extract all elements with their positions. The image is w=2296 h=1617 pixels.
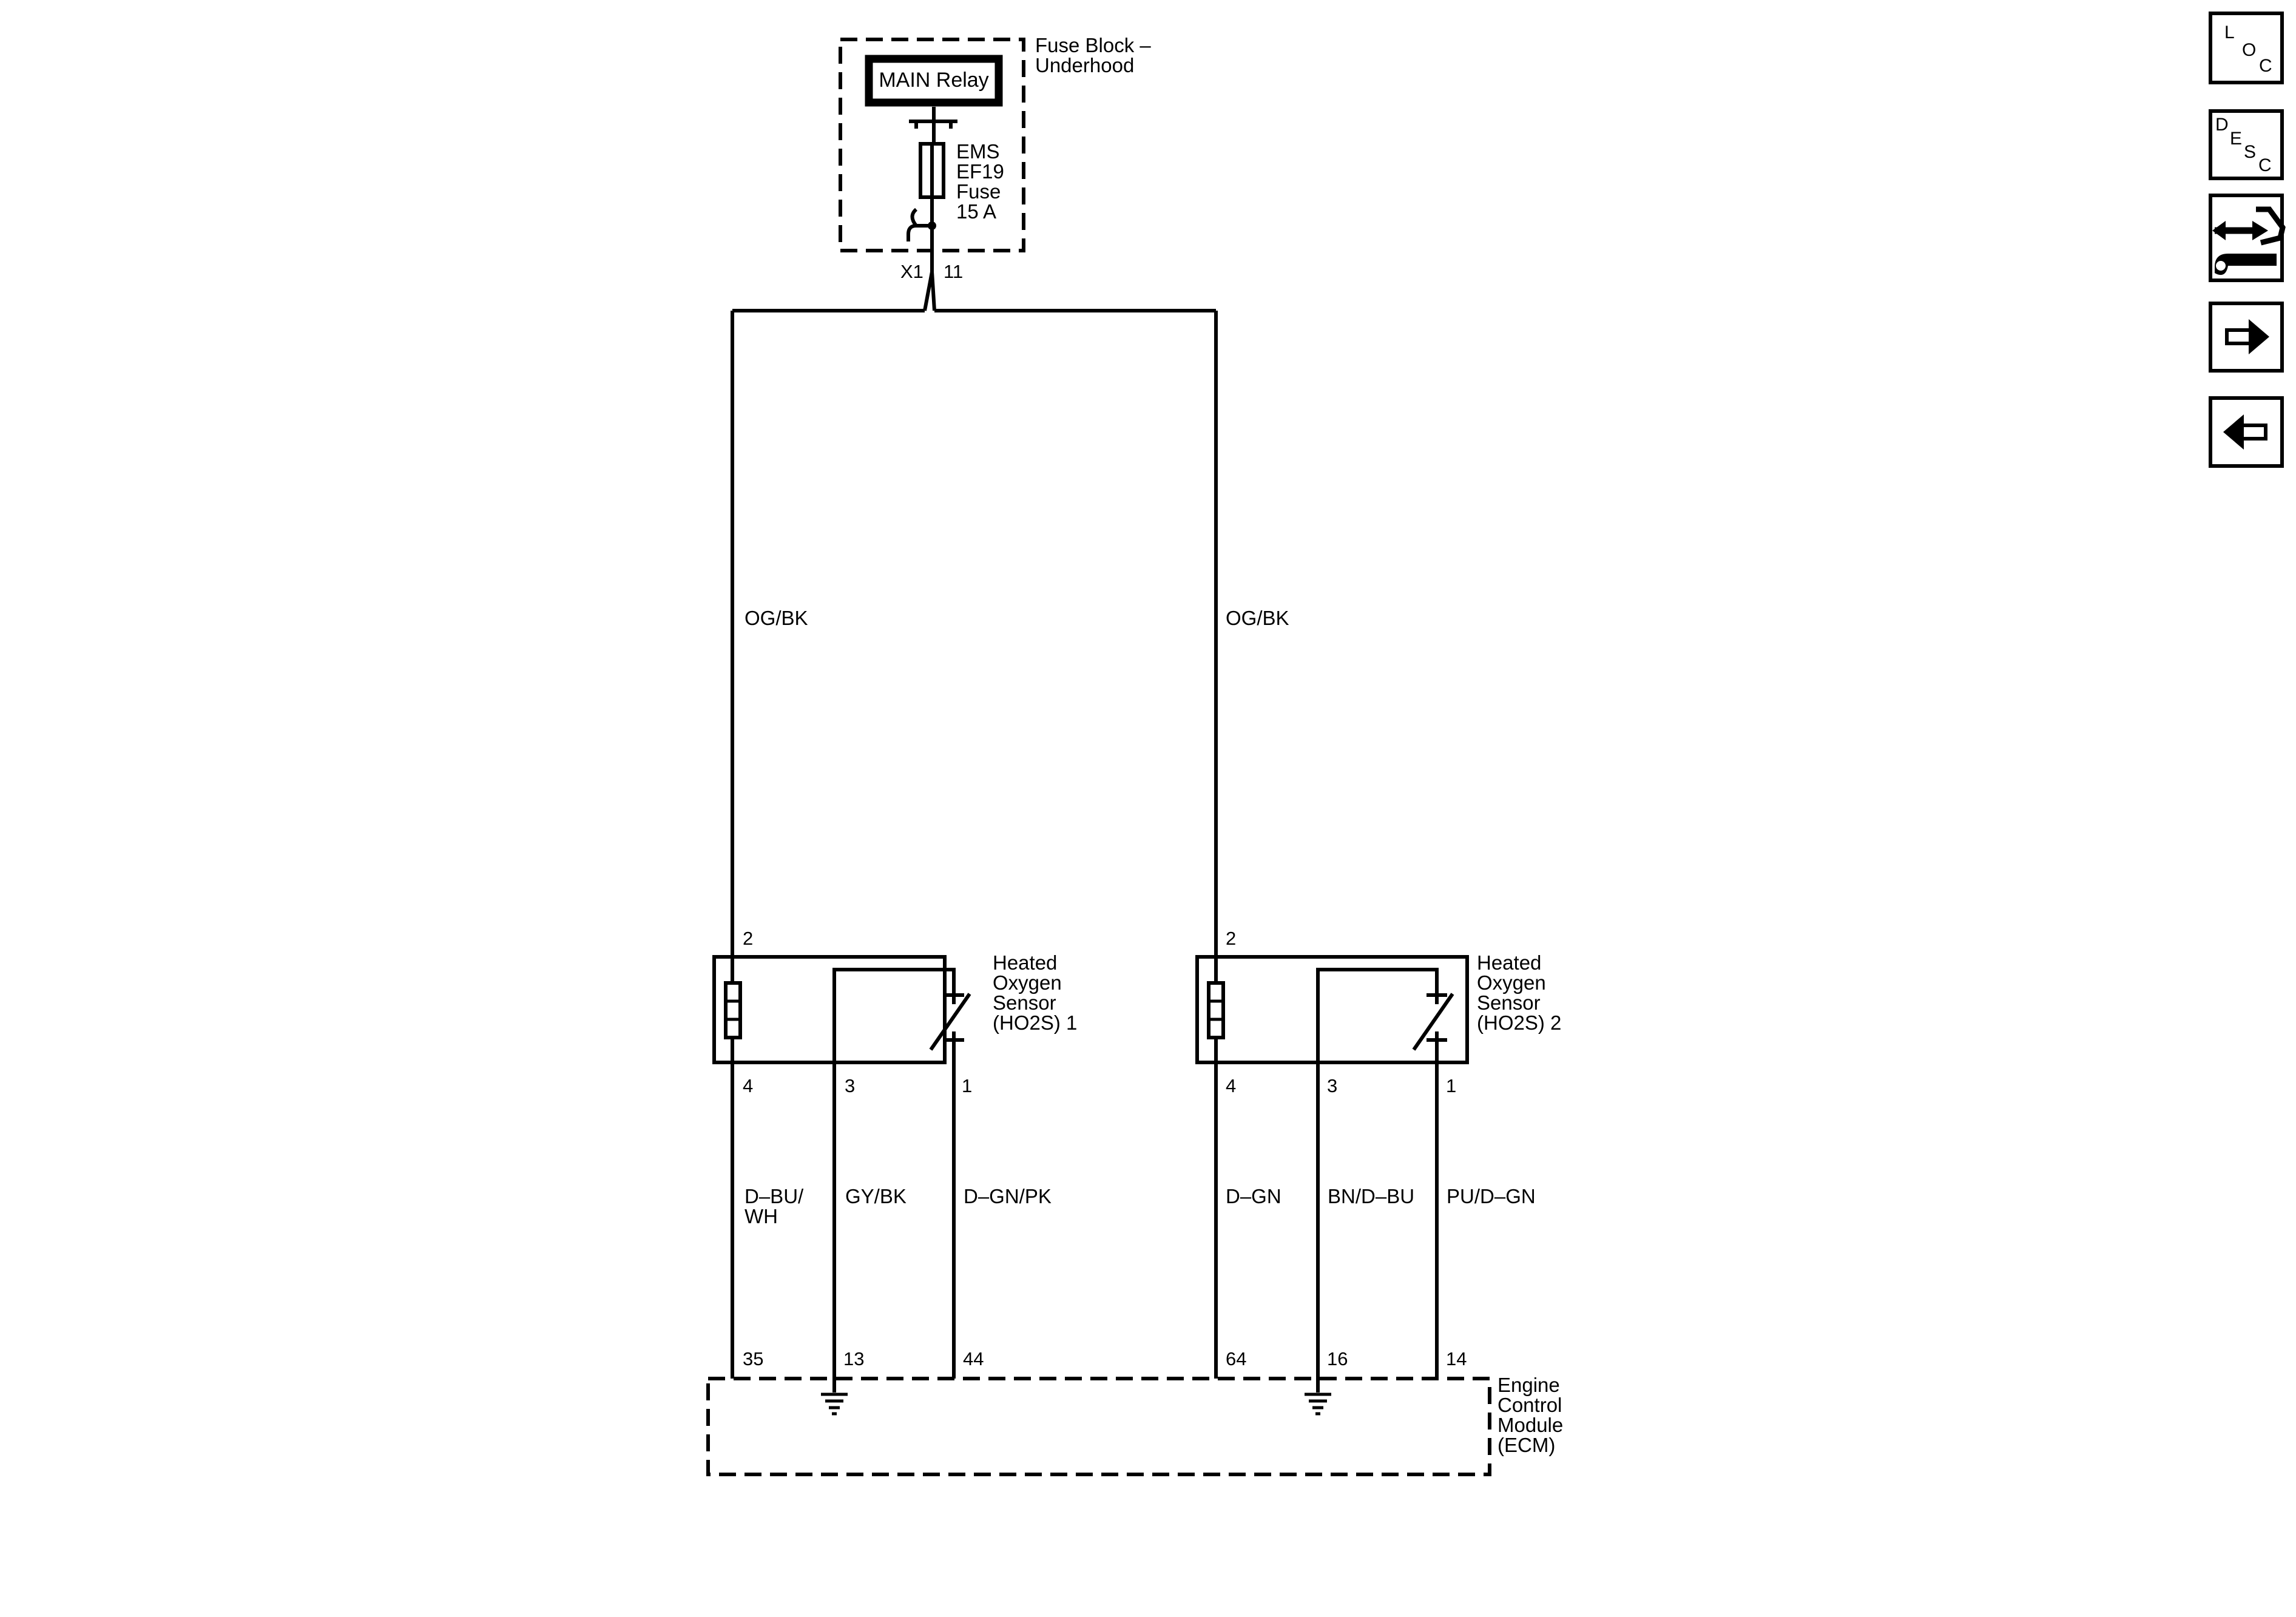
service-wrench-icon: [2209, 194, 2286, 282]
next-page-button[interactable]: [2209, 302, 2284, 373]
loc-letter-c: C: [2259, 56, 2272, 76]
loc-button[interactable]: L O C: [2209, 12, 2284, 84]
sensor1-pin-signal-high: 1: [962, 1075, 972, 1096]
ecm-name-line1: Engine: [1497, 1374, 1560, 1396]
fuse-label-line1: EMS: [956, 140, 1000, 163]
sensor2-name-line3: Sensor: [1477, 991, 1541, 1014]
sensor2-pin-signal-high: 1: [1446, 1075, 1456, 1096]
main-relay-label: MAIN Relay: [879, 69, 988, 92]
sensor2-pin-heater-low: 4: [1226, 1075, 1236, 1096]
sensor1-name-line2: Oxygen: [993, 971, 1062, 994]
supply-wire-left-color: OG/BK: [745, 607, 808, 629]
prev-page-button[interactable]: [2209, 396, 2284, 468]
fuse-ef19-icon: [907, 142, 945, 251]
ecm-name-line4: (ECM): [1497, 1434, 1555, 1456]
ecm-pin-64: 64: [1226, 1348, 1246, 1369]
desc-letter-d: D: [2215, 115, 2229, 135]
fuse-block-underhood: Fuse Block – Underhood MAIN Relay EMS EF…: [839, 34, 1151, 282]
sensor2-wire-low: BN/D–BU: [1328, 1185, 1414, 1207]
ecm-outline: [706, 1377, 1491, 1476]
sensor1-name-line1: Heated: [993, 951, 1057, 974]
arrow-left-icon: [2223, 414, 2267, 450]
ground-icon: [821, 1393, 848, 1416]
arrow-right-icon: [2225, 319, 2269, 354]
sensor1-pin-top: 2: [743, 928, 753, 949]
sensor1-pin-heater-low: 4: [743, 1075, 753, 1096]
ecm-name-line2: Control: [1497, 1394, 1562, 1416]
loc-letter-o: O: [2242, 40, 2256, 60]
fuse-block-connector: X1: [900, 261, 923, 282]
ecm-pin-13: 13: [843, 1348, 864, 1369]
sensor2-wire-heater: D–GN: [1226, 1185, 1281, 1207]
sensor2-heater-icon: [1207, 957, 1225, 1062]
sensor1-wire-high: D–GN/PK: [964, 1185, 1052, 1207]
desc-button[interactable]: D E S C: [2209, 109, 2284, 180]
sensor2-pin-signal-low: 3: [1327, 1075, 1337, 1096]
relay-contact: [909, 107, 957, 144]
desc-letter-s: S: [2244, 142, 2256, 162]
sensor1-name-line4: (HO2S) 1: [993, 1011, 1077, 1034]
sensor1-switch-icon: [832, 968, 971, 1062]
loc-letter-l: L: [2224, 22, 2235, 42]
ecm-pin-14: 14: [1446, 1348, 1467, 1369]
sensor2-wire-high: PU/D–GN: [1447, 1185, 1536, 1207]
sensor1-pin-signal-low: 3: [845, 1075, 855, 1096]
fuse-block-title-line2: Underhood: [1035, 54, 1134, 76]
service-button[interactable]: [2209, 194, 2286, 282]
ecm-pin-16: 16: [1327, 1348, 1348, 1369]
desc-letter-e: E: [2230, 129, 2242, 149]
fuse-label-line3: Fuse: [956, 180, 1001, 203]
ecm-name-line3: Module: [1497, 1414, 1563, 1436]
sensor1-wire-heater-line2: WH: [745, 1205, 778, 1227]
fuse-label-line4: 15 A: [956, 200, 996, 223]
sensor2-pin-top: 2: [1226, 928, 1236, 949]
heated-oxygen-sensor-1: 2 Heated Oxygen Sensor (HO2S) 1 4 3 1: [712, 928, 1077, 1096]
sensor1-wire-low: GY/BK: [845, 1185, 907, 1207]
fuse-block-pin: 11: [944, 261, 963, 282]
supply-wiring: [731, 251, 1218, 957]
fuse-label-line2: EF19: [956, 160, 1004, 183]
sensor1-body: [712, 955, 947, 1064]
ground-icon: [1305, 1393, 1331, 1416]
heated-oxygen-sensor-2: 2 Heated Oxygen Sensor (HO2S) 2 4 3 1: [1195, 928, 1561, 1096]
fuse-block-title-line1: Fuse Block –: [1035, 34, 1151, 56]
main-relay: MAIN Relay: [865, 55, 1003, 107]
sensor2-body: [1195, 955, 1469, 1064]
supply-wire-right-color: OG/BK: [1226, 607, 1289, 629]
sensor2-name-line4: (HO2S) 2: [1477, 1011, 1561, 1034]
sensor1-heater-icon: [724, 957, 742, 1062]
ecm-pin-35: 35: [743, 1348, 763, 1369]
lower-wiring: [731, 1062, 1439, 1393]
sensor1-name-line3: Sensor: [993, 991, 1056, 1014]
ecm-pin-44: 44: [963, 1348, 984, 1369]
sensor2-switch-icon: [1316, 968, 1454, 1062]
sensor1-wire-heater: D–BU/: [745, 1185, 804, 1207]
sensor2-name-line1: Heated: [1477, 951, 1541, 974]
sensor2-name-line2: Oxygen: [1477, 971, 1546, 994]
desc-letter-c: C: [2258, 155, 2272, 175]
engine-control-module: 35 13 44 64 16 14 Engine Control Module …: [706, 1348, 1563, 1476]
